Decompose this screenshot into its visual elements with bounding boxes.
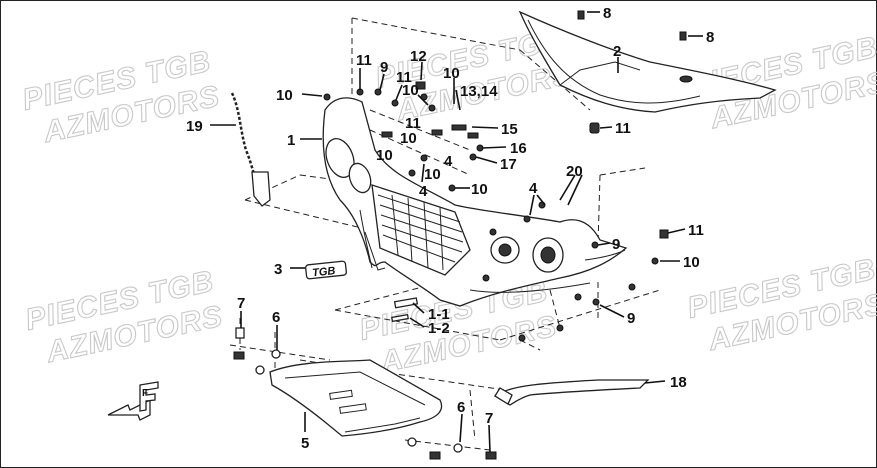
skid-bolts [233,327,497,460]
callout: 12 [410,48,427,65]
callout: 1 [287,132,295,149]
callout: 8 [603,5,611,22]
callout: 2 [613,43,621,60]
callout: 4 [419,183,428,200]
callout: 13,14 [460,83,498,100]
lower-trim-strip [493,379,650,406]
callout: 16 [510,140,527,157]
callout: 5 [301,435,309,452]
front-direction-arrow: F [107,381,159,421]
callout: 9 [612,236,620,253]
callout: 15 [501,121,518,138]
callout: 9 [380,59,388,76]
skid-plate [269,359,443,437]
callout: 1-1 [428,306,450,323]
callout: 17 [500,156,517,173]
callout: 7 [485,410,493,427]
callout: 11 [688,222,704,239]
callout: 11 [615,120,631,137]
leader-lines [210,11,703,453]
callout: 11 [396,69,412,86]
watermark: PIECES TGB AZMOTORS [684,252,877,358]
callout: 10 [443,65,460,82]
top-fairing [518,10,777,134]
callout: 11 [356,52,372,69]
callout: 10 [276,87,293,104]
watermark: PIECES TGB AZMOTORS [19,44,223,150]
callout: 10 [376,147,393,164]
callout: 6 [457,399,465,416]
callout: 19 [186,118,203,135]
callout: 20 [566,163,583,180]
callout: 8 [706,29,714,46]
callout: 6 [272,309,280,326]
tgb-emblem: TGB [305,260,347,279]
callout: 10 [683,254,700,271]
callout: 11 [405,115,421,132]
callout: 9 [627,310,635,327]
callout: 18 [670,374,687,391]
callout: 10 [400,130,417,147]
callout: 10 [424,166,441,183]
grille-mesh [377,194,464,271]
callout: 10 [471,181,488,198]
emblem-text: TGB [312,265,336,279]
callout: 7 [237,295,245,312]
small-inserts [391,297,419,323]
callout: 4 [529,180,538,197]
fasteners [323,81,669,342]
direction-letter: F [142,388,148,399]
callout: 10 [402,82,419,99]
callout: 4 [444,153,453,170]
watermark: PIECES TGB AZMOTORS [22,264,226,370]
callout: 1-2 [428,320,450,337]
side-trim-strip [230,92,271,207]
callout-labels: 8 8 2 11 19 1 10 11 9 11 12 10 10 13,14 … [186,5,714,452]
callout: 3 [274,261,282,278]
front-body [322,97,628,307]
